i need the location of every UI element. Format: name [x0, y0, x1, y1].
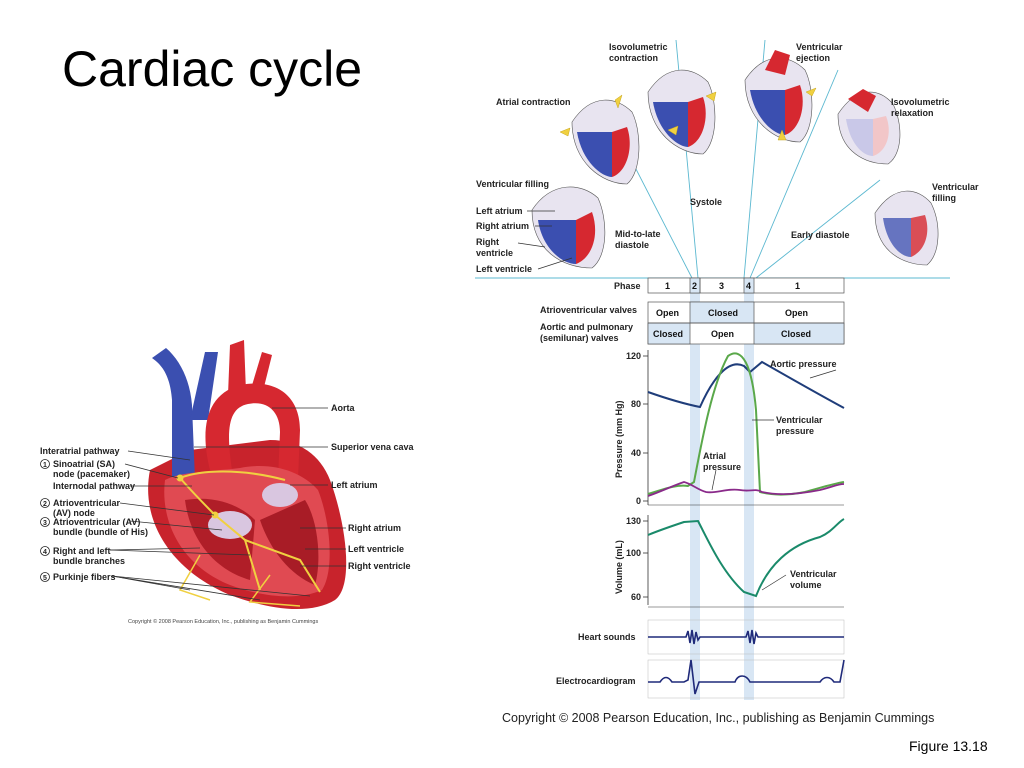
- stage-label-isovolumetric-contraction-1: Isovolumetric: [609, 42, 668, 52]
- semilunar-valves-label-1: Aortic and pulmonary: [540, 322, 633, 332]
- ventricular-volume-label-1: Ventricular: [790, 569, 837, 579]
- heart-label-left-ventricle: Left ventricle: [476, 264, 532, 274]
- av-cell-open-2: Open: [785, 308, 808, 318]
- label-sa-node-2: node (pacemaker): [53, 469, 130, 479]
- atrial-pressure-label-2: pressure: [703, 462, 741, 472]
- stage-label-atrial-contraction: Atrial contraction: [496, 97, 571, 107]
- main-copyright: Copyright © 2008 Pearson Education, Inc.…: [502, 711, 935, 725]
- label-left-ventricle: Left ventricle: [348, 544, 404, 554]
- volume-tick-60: 60: [631, 592, 641, 602]
- stage-heart-ventricular-filling-late: [531, 186, 606, 269]
- heart-label-right-ventricle-2: ventricle: [476, 248, 513, 258]
- semi-cell-closed-1: Closed: [653, 329, 683, 339]
- label-av-node-2: (AV) node: [53, 508, 95, 518]
- volume-tick-130: 130: [626, 516, 641, 526]
- badge-av-node: 2: [43, 501, 47, 508]
- av-cell-open-1: Open: [656, 308, 679, 318]
- conduction-leader-lines: [109, 407, 346, 601]
- phase-cell-1b: 1: [795, 281, 800, 291]
- pressure-chart: 120 80 40 0 Pressure (mm Hg) Aortic pres…: [614, 350, 845, 506]
- label-left-atrium: Left atrium: [331, 480, 378, 490]
- flow-arrows: [559, 87, 817, 141]
- stage-label-early-diastole: Early diastole: [791, 230, 850, 240]
- figure-number: Figure 13.18: [909, 738, 988, 754]
- ventricular-volume-curve: [647, 518, 845, 598]
- stage-label-mid-late-diastole-1: Mid-to-late: [615, 229, 661, 239]
- pressure-axis-label: Pressure (mm Hg): [614, 400, 624, 478]
- semi-cell-open: Open: [711, 329, 734, 339]
- heart-label-right-atrium: Right atrium: [476, 221, 529, 231]
- stage-heart-atrial-contraction: [571, 99, 640, 185]
- conduction-copyright: Copyright © 2008 Pearson Education, Inc.…: [128, 618, 318, 625]
- phase-table: Phase 1 2 3 4 1 Atrioventricular valves …: [540, 277, 845, 345]
- label-superior-vena-cava: Superior vena cava: [331, 442, 415, 452]
- atrial-pressure-label-1: Atrial: [703, 451, 726, 461]
- av-valves-label: Atrioventricular valves: [540, 305, 637, 315]
- pressure-tick-0: 0: [636, 496, 641, 506]
- phase-cell-2: 2: [692, 281, 697, 291]
- heart-label-right-ventricle-1: Right: [476, 237, 499, 247]
- atrial-pressure-curve: [647, 481, 845, 497]
- ecg-label: Electrocardiogram: [556, 676, 636, 686]
- badge-av-bundle: 3: [43, 520, 47, 527]
- aortic-pressure-curve: [647, 360, 845, 409]
- conduction-heart-illustration: [148, 340, 347, 610]
- volume-chart: 130 100 60 Volume (mL) Ventricular volum…: [614, 515, 845, 608]
- stage-label-isovolumetric-relaxation-2: relaxation: [891, 108, 934, 118]
- phase-cell-3: 3: [719, 281, 724, 291]
- label-right-ventricle: Right ventricle: [348, 561, 411, 571]
- phase-cell-1a: 1: [665, 281, 670, 291]
- badge-sa-node: 1: [43, 462, 47, 469]
- phase-2-band: [690, 280, 700, 700]
- label-internodal-pathway: Internodal pathway: [53, 481, 135, 491]
- stage-heart-ventricular-ejection: [744, 50, 813, 143]
- stage-heart-isovolumetric-relaxation: [837, 89, 901, 165]
- phase-row-label: Phase: [614, 281, 641, 291]
- semi-cell-closed-2: Closed: [781, 329, 811, 339]
- label-sa-node-1: Sinoatrial (SA): [53, 459, 115, 469]
- ventricular-volume-label-2: volume: [790, 580, 822, 590]
- heart-label-left-atrium: Left atrium: [476, 206, 523, 216]
- semilunar-valves-label-2: (semilunar) valves: [540, 333, 619, 343]
- label-right-atrium: Right atrium: [348, 523, 401, 533]
- badge-bundle-branches: 4: [43, 549, 47, 556]
- label-av-bundle-2: bundle (bundle of His): [53, 527, 148, 537]
- label-av-bundle-1: Atrioventricular (AV): [53, 517, 140, 527]
- label-bundle-branches-1: Right and left: [53, 546, 111, 556]
- stage-heart-ventricular-filling-early: [874, 190, 939, 266]
- av-cell-closed: Closed: [708, 308, 738, 318]
- stage-label-ventricular-filling-right-2: filling: [932, 193, 956, 203]
- stage-label-isovolumetric-relaxation-1: Isovolumetric: [891, 97, 950, 107]
- slide-title: Cardiac cycle: [62, 41, 363, 97]
- label-interatrial-pathway: Interatrial pathway: [40, 446, 120, 456]
- heart-sounds-label: Heart sounds: [578, 632, 636, 642]
- heart-sounds-trace: Heart sounds: [578, 619, 845, 655]
- ecg-trace: Electrocardiogram: [556, 659, 845, 699]
- label-bundle-branches-2: bundle branches: [53, 556, 125, 566]
- label-av-node-1: Atrioventricular: [53, 498, 121, 508]
- pressure-tick-40: 40: [631, 448, 641, 458]
- volume-tick-100: 100: [626, 548, 641, 558]
- stage-label-isovolumetric-contraction-2: contraction: [609, 53, 658, 63]
- badge-purkinje: 5: [43, 575, 47, 582]
- stage-label-ventricular-ejection-1: Ventricular: [796, 42, 843, 52]
- phase-cell-4: 4: [746, 281, 751, 291]
- stage-label-ventricular-filling-left: Ventricular filling: [476, 179, 549, 189]
- stage-label-ventricular-filling-right-1: Ventricular: [932, 182, 979, 192]
- stage-label-systole: Systole: [690, 197, 722, 207]
- label-purkinje-fibers: Purkinje fibers: [53, 572, 116, 582]
- label-aorta: Aorta: [331, 403, 355, 413]
- pressure-tick-120: 120: [626, 351, 641, 361]
- pressure-tick-80: 80: [631, 399, 641, 409]
- ventricular-pressure-label-1: Ventricular: [776, 415, 823, 425]
- stage-label-mid-late-diastole-2: diastole: [615, 240, 649, 250]
- volume-axis-label: Volume (mL): [614, 540, 624, 594]
- stage-label-ventricular-ejection-2: ejection: [796, 53, 830, 63]
- aortic-pressure-label: Aortic pressure: [770, 359, 837, 369]
- ventricular-pressure-label-2: pressure: [776, 426, 814, 436]
- stage-heart-isovolumetric-contraction: [647, 69, 716, 155]
